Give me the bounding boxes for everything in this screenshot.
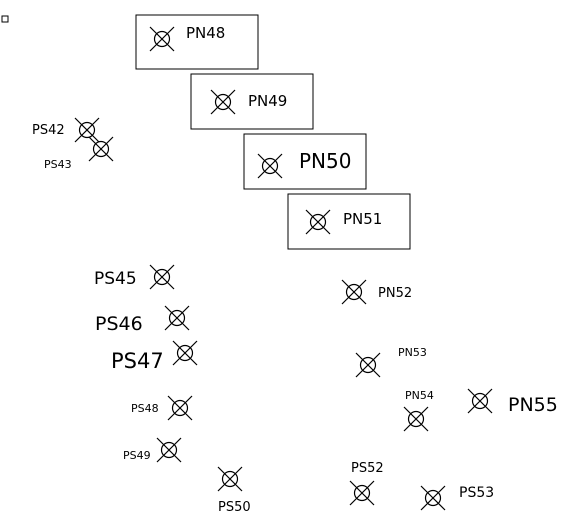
ps46-marker-icon [164, 305, 190, 331]
pn53-marker-icon [355, 352, 381, 378]
ps42-label: PS42 [32, 123, 65, 138]
pn52-marker-icon [341, 279, 367, 305]
ps52-label: PS52 [351, 461, 384, 476]
pn54-marker-icon [403, 406, 429, 432]
ps53-marker-icon [420, 485, 446, 511]
ps42-marker-icon [74, 117, 100, 143]
pn49-box [190, 73, 314, 130]
ps48-label: PS48 [131, 402, 159, 415]
pn50-marker-icon [257, 153, 283, 179]
pn54-label: PN54 [405, 389, 434, 402]
pn55-label: PN55 [508, 394, 558, 416]
pn49-marker-icon [210, 89, 236, 115]
ps47-label: PS47 [111, 349, 164, 373]
pn51-label: PN51 [343, 210, 382, 228]
pn48-label: PN48 [186, 24, 225, 42]
ps48-marker-icon [167, 395, 193, 421]
pn48-box [135, 14, 259, 70]
ps49-label: PS49 [123, 449, 151, 462]
pn51-marker-icon [305, 209, 331, 235]
pn51-box [287, 193, 411, 250]
pn48-marker-icon [149, 26, 175, 52]
pn52-label: PN52 [378, 286, 412, 301]
ps45-label: PS45 [94, 269, 137, 289]
pn49-label: PN49 [248, 92, 287, 110]
pn50-box [243, 133, 367, 190]
ps45-marker-icon [149, 264, 175, 290]
pn53-label: PN53 [398, 346, 427, 359]
ps43-marker-icon [88, 136, 114, 162]
ps52-marker-icon [349, 480, 375, 506]
pn50-label: PN50 [299, 149, 351, 173]
ps47-marker-icon [172, 340, 198, 366]
ps46-label: PS46 [95, 313, 143, 335]
ps53-label: PS53 [459, 485, 494, 501]
ps50-marker-icon [217, 466, 243, 492]
ps49-marker-icon [156, 437, 182, 463]
ps43-label: PS43 [44, 158, 72, 171]
pn55-marker-icon [467, 388, 493, 414]
ps50-label: PS50 [218, 500, 251, 515]
corner-marker [1, 15, 9, 23]
